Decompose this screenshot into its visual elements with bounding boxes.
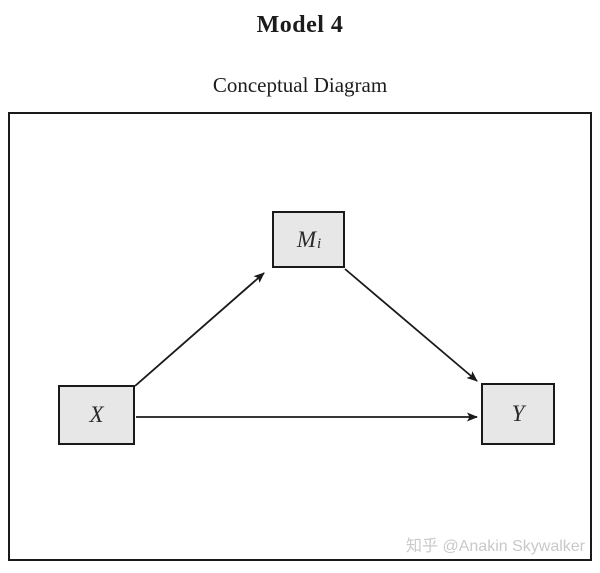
node-x: X <box>58 385 135 445</box>
diagram-frame <box>8 112 592 561</box>
node-x-label: X <box>89 402 104 427</box>
node-y-label: Y <box>511 401 525 426</box>
page-title: Model 4 <box>256 12 344 38</box>
node-y: Y <box>481 383 555 445</box>
diagram-subtitle: Conceptual Diagram <box>212 73 388 97</box>
node-mediator-label: M <box>296 226 316 252</box>
watermark: 知乎 @Anakin Skywalker <box>406 538 585 555</box>
